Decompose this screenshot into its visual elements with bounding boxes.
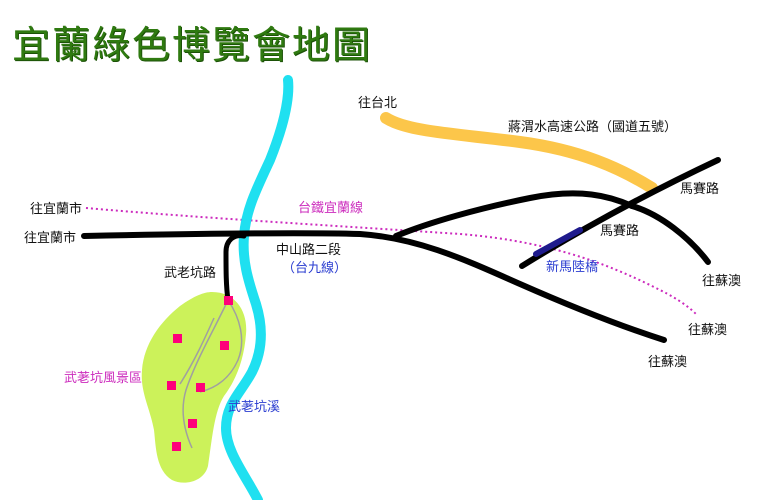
- freeway-line: [380, 112, 658, 194]
- railway-line: [85, 207, 697, 315]
- label-mashai-road-1: 馬賽路: [680, 182, 720, 197]
- label-xinma-bridge: 新馬陸橋: [546, 260, 599, 275]
- marker: [167, 381, 176, 390]
- label-railway: 台鐵宜蘭線: [298, 201, 364, 216]
- label-route9: （台九線）: [282, 261, 348, 276]
- marker: [220, 341, 229, 350]
- main-road: [81, 230, 667, 343]
- label-to-taipei: 往台北: [358, 96, 398, 111]
- marker: [188, 419, 197, 428]
- marker: [173, 334, 182, 343]
- label-creek: 武荖坑溪: [228, 400, 281, 415]
- mashai-road-south: [629, 203, 711, 265]
- label-to-suao-2: 往蘇澳: [688, 323, 728, 338]
- label-wulaokeng-road: 武老坑路: [164, 266, 217, 281]
- label-to-yilan-road: 往宜蘭市: [24, 231, 77, 246]
- wulaokeng-road: [223, 233, 247, 303]
- xinma-bridge: [533, 227, 583, 257]
- label-to-suao-3: 往蘇澳: [648, 355, 688, 370]
- label-freeway: 蔣渭水高速公路（國道五號）: [508, 120, 678, 135]
- ne-road: [393, 190, 635, 239]
- park-trails: [179, 299, 243, 449]
- map-title: 宜蘭綠色博覽會地圖: [12, 23, 373, 67]
- scenic-markers: [167, 296, 233, 451]
- label-scenic-area: 武荖坑風景區: [64, 371, 143, 386]
- label-to-suao-1: 往蘇澳: [702, 274, 742, 289]
- marker: [196, 383, 205, 392]
- label-to-yilan-rail: 往宜蘭市: [30, 202, 83, 217]
- label-zhongshan-road: 中山路二段: [276, 243, 342, 258]
- park-area: [141, 292, 247, 483]
- marker: [172, 442, 181, 451]
- label-mashai-road-2: 馬賽路: [600, 224, 640, 239]
- marker: [224, 296, 233, 305]
- river-line: [220, 75, 294, 500]
